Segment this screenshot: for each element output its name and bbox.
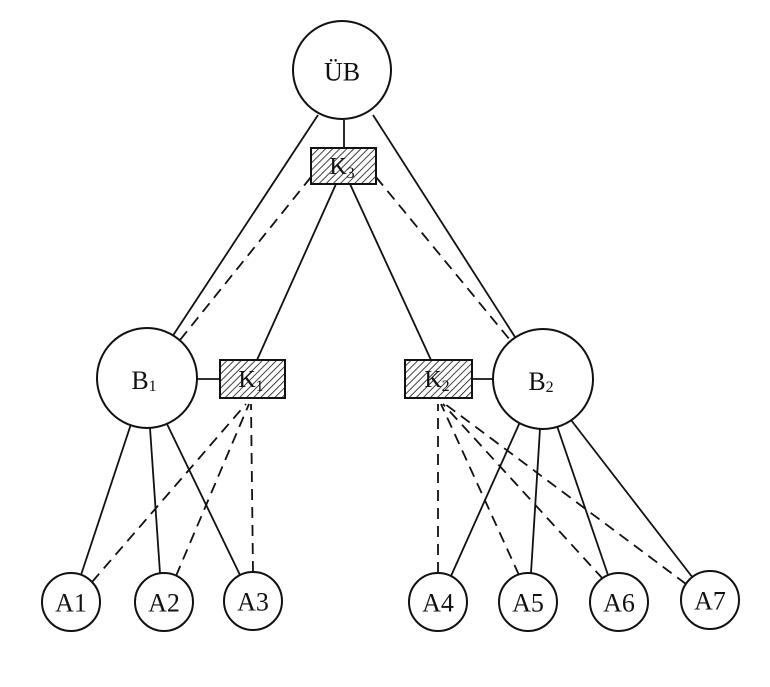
edge-solid-b2-a4 — [450, 421, 521, 577]
node-a6-label: A6 — [603, 589, 635, 618]
edges-layer — [80, 114, 694, 585]
node-a6: A6 — [589, 572, 649, 632]
node-a1-circle — [41, 572, 101, 632]
node-k1-box — [219, 359, 286, 399]
edge-dashed-a3-k1 — [250, 403, 254, 573]
node-b1: B1 — [96, 327, 198, 429]
edge-solid-ub-b1 — [171, 114, 319, 338]
node-a6-circle — [589, 572, 649, 632]
edge-solid-b2-a5 — [530, 428, 541, 574]
edge-dashed-k3-b2 — [375, 176, 511, 341]
node-a4: A4 — [408, 572, 468, 632]
node-b2-label: B2 — [528, 367, 553, 396]
edge-dashed-a2-k1 — [175, 403, 250, 577]
node-a3-label: A3 — [237, 588, 269, 617]
node-k2: K2 — [404, 359, 473, 399]
edge-dashed-a1-k1 — [91, 403, 247, 583]
node-k1-label: K1 — [238, 367, 263, 395]
edge-solid-b1-a3 — [166, 423, 241, 576]
node-b1-label: B1 — [131, 366, 156, 395]
node-a5: A5 — [498, 572, 558, 632]
edge-solid-b1-a1 — [80, 423, 132, 576]
edge-dashed-a6-k2 — [442, 403, 604, 580]
edge-dashed-a7-k2 — [444, 403, 687, 585]
node-a5-circle — [498, 572, 558, 632]
edge-solid-b1-a2 — [149, 427, 161, 574]
node-k3-box — [310, 147, 377, 185]
node-a7-label: A7 — [694, 587, 726, 616]
node-a3-circle — [223, 571, 283, 631]
node-k1: K1 — [219, 359, 286, 399]
node-a4-circle — [408, 572, 468, 632]
edge-solid-ub-b2 — [372, 114, 516, 338]
node-k2-box — [404, 359, 473, 399]
edge-solid-b2-a7 — [570, 419, 694, 579]
node-a1: A1 — [41, 572, 101, 632]
edge-solid-b2-a6 — [556, 425, 609, 576]
node-b2: B2 — [492, 328, 594, 430]
node-a7-circle — [680, 570, 740, 630]
edge-solid-k3-k1 — [256, 183, 337, 361]
edge-solid-k3-k2 — [349, 183, 432, 361]
edge-dashed-a5-k2 — [440, 403, 520, 576]
node-a7: A7 — [680, 570, 740, 630]
edge-dashed-k3-b1 — [179, 176, 312, 341]
node-a2-label: A2 — [148, 589, 180, 618]
node-b2-circle — [492, 328, 594, 430]
node-k3-label: K3 — [329, 154, 354, 182]
node-b1-circle — [96, 327, 198, 429]
node-ub: ÜB — [292, 20, 392, 120]
node-a5-label: A5 — [512, 589, 544, 618]
node-a2-circle — [134, 572, 194, 632]
node-a4-label: A4 — [422, 589, 454, 618]
node-ub-circle — [292, 20, 392, 120]
node-k2-label: K2 — [424, 367, 449, 395]
node-a2: A2 — [134, 572, 194, 632]
node-a1-label: A1 — [55, 589, 87, 618]
node-a3: A3 — [223, 571, 283, 631]
node-ub-label: ÜB — [324, 58, 360, 87]
node-k3: K3 — [310, 147, 377, 185]
